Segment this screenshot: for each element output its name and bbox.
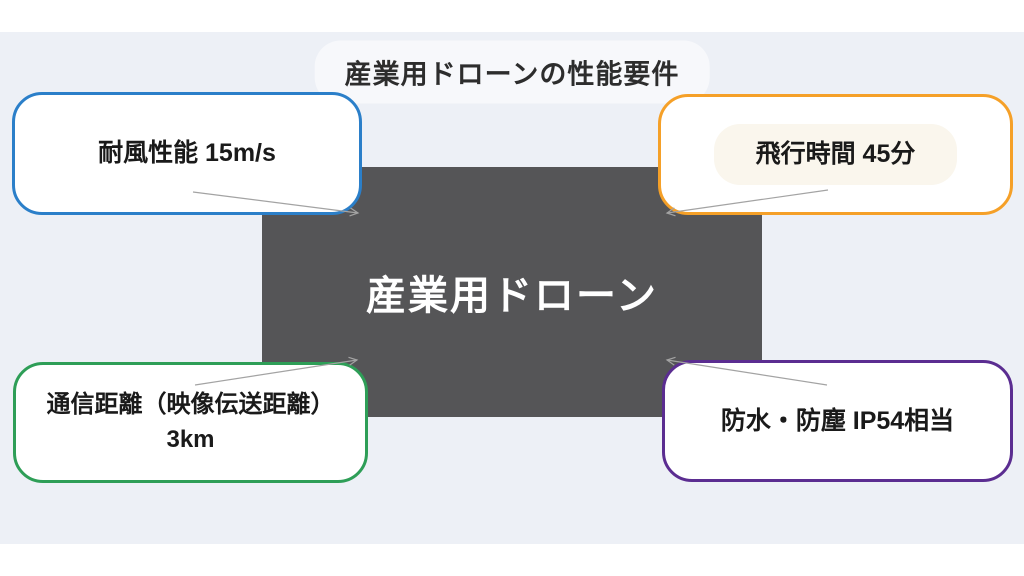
title-highlight: 産業用ドローンの性能要件: [314, 40, 710, 104]
callout-communication-distance: 通信距離（映像伝送距離） 3km: [13, 362, 368, 483]
callout-water-dust-proof-label: 防水・防塵 IP54相当: [720, 406, 955, 435]
callout-wind-resistance-label: 耐風性能 15m/s: [98, 139, 276, 168]
callout-communication-distance-label-line1: 通信距離（映像伝送距離）: [46, 390, 335, 418]
center-node-label: 産業用ドローン: [366, 274, 658, 318]
callout-flight-time: 飛行時間 45分: [658, 94, 1013, 215]
callout-communication-distance-label-line2: 3km: [166, 425, 215, 453]
callout-flight-time-label: 飛行時間 45分: [755, 140, 916, 169]
callout-water-dust-proof: 防水・防塵 IP54相当: [662, 360, 1013, 482]
flight-time-highlight: 飛行時間 45分: [713, 124, 958, 185]
slide-title: 産業用ドローンの性能要件: [344, 59, 680, 90]
callout-wind-resistance: 耐風性能 15m/s: [12, 92, 362, 215]
